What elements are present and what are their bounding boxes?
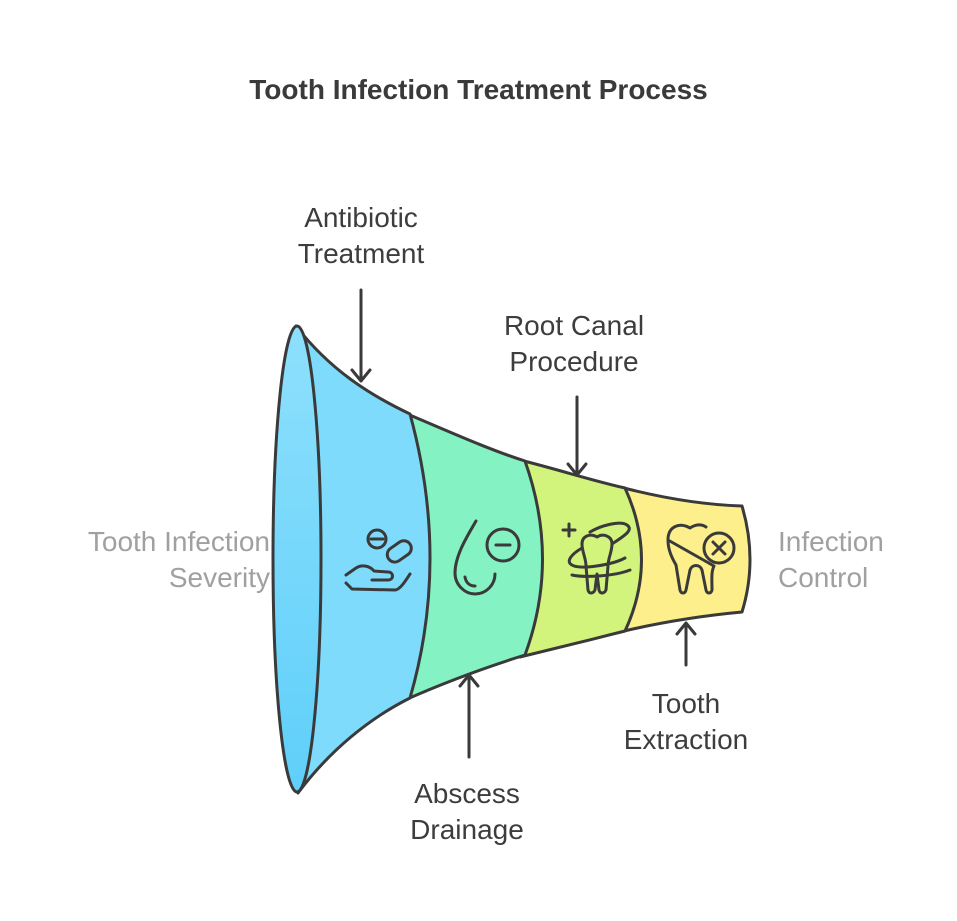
arrow-extraction [675, 621, 697, 667]
label-tooth-infection-severity: Tooth Infection Severity [30, 524, 270, 596]
tooth-x-icon [666, 523, 736, 595]
drop-minus-icon [453, 519, 521, 596]
arrow-root-canal [566, 395, 588, 477]
segment-root-canal [518, 458, 643, 659]
label-line: Tooth [651, 688, 721, 719]
hand-pills-icon [344, 528, 413, 592]
tooth-orbit-icon [561, 521, 632, 595]
label-tooth-extraction: Tooth Extraction [586, 686, 786, 758]
funnel-mouth [271, 324, 323, 794]
label-line: Severity [168, 562, 270, 593]
label-line: Antibiotic [304, 202, 418, 233]
diagram-title: Tooth Infection Treatment Process [249, 74, 708, 105]
label-root-canal-procedure: Root Canal Procedure [474, 308, 674, 380]
label-antibiotic-treatment: Antibiotic Treatment [261, 200, 461, 272]
label-line: Infection [778, 526, 884, 557]
label-line: Procedure [509, 346, 639, 377]
label-line: Tooth Infection [87, 526, 270, 557]
label-line: Abscess [414, 778, 520, 809]
label-line: Extraction [623, 724, 749, 755]
label-line: Control [778, 562, 869, 593]
segment-antibiotic [294, 324, 432, 795]
label-line: Root Canal [503, 310, 645, 341]
label-line: Treatment [297, 238, 425, 269]
label-infection-control: Infection Control [778, 524, 948, 596]
arrow-abscess [458, 673, 480, 759]
arrow-antibiotic [350, 288, 372, 383]
segment-abscess-drainage [403, 411, 544, 702]
label-abscess-drainage: Abscess Drainage [367, 776, 567, 848]
segment-tooth-extraction [618, 485, 752, 634]
label-line: Drainage [410, 814, 524, 845]
